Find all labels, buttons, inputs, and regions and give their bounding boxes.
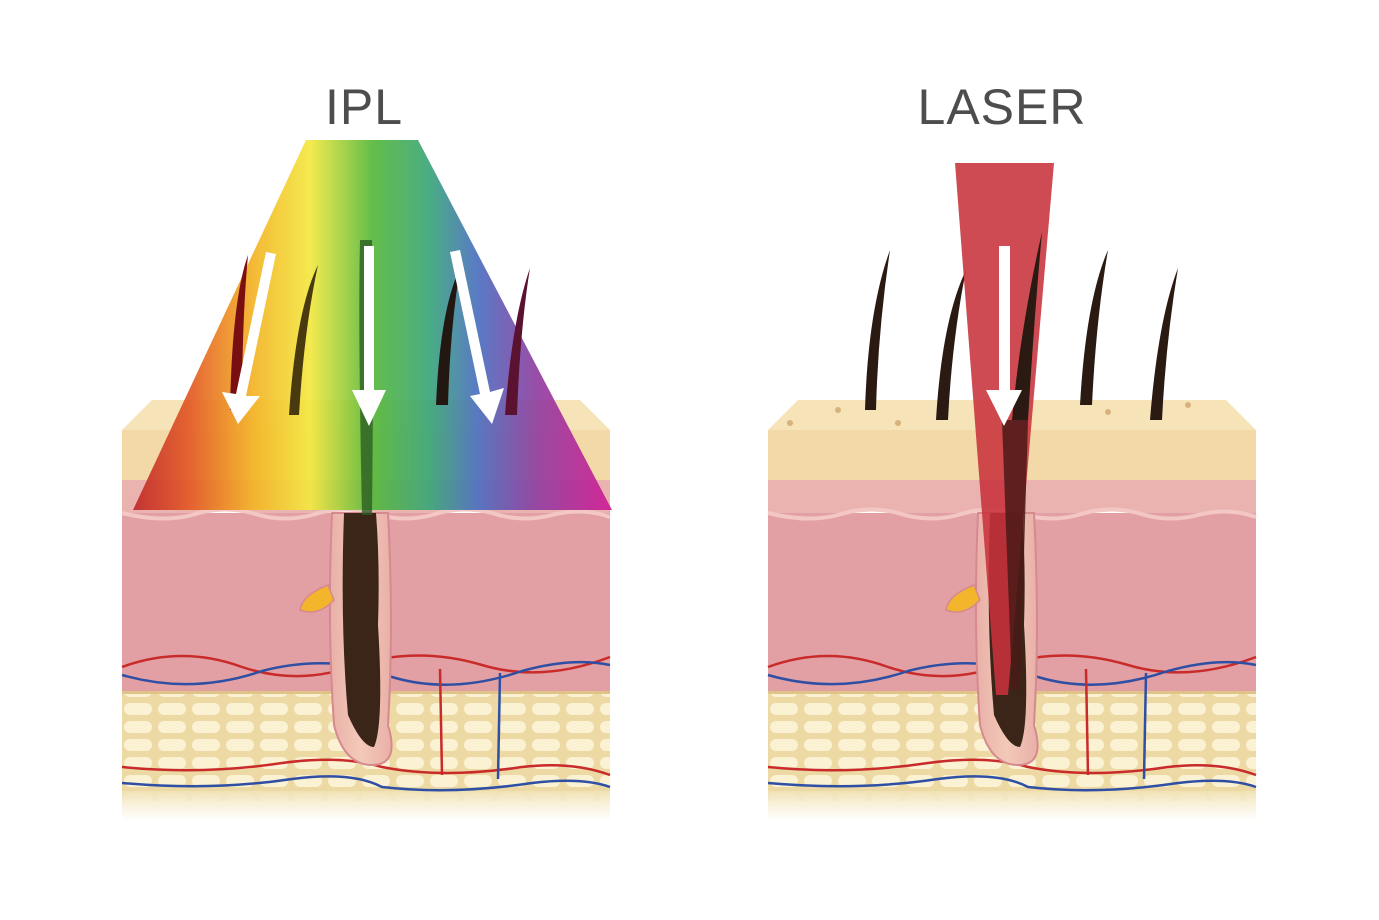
ipl-vs-laser-diagram: IPL LASER xyxy=(0,0,1379,920)
skin-cross-section-illustration xyxy=(0,0,1379,920)
